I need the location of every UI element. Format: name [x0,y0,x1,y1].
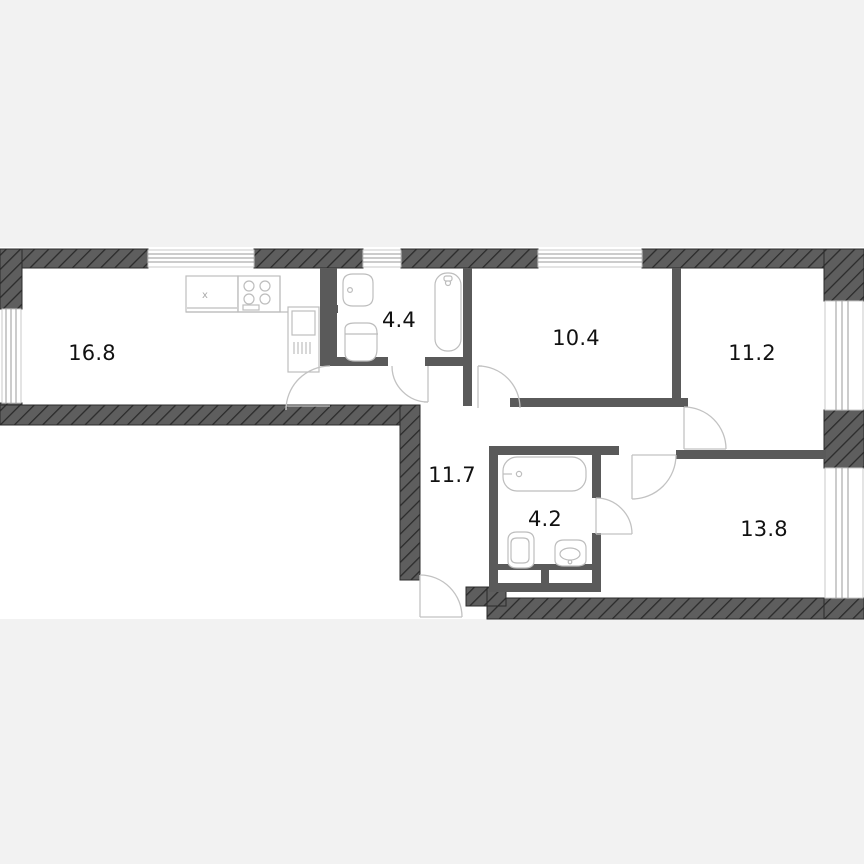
svg-text:x: x [202,290,208,301]
door-living-kitchen [285,365,331,411]
door-water-closet [391,365,429,403]
bathtub-icon-1 [434,272,462,352]
window-right-top [824,300,864,411]
wall-wc-left-lower [320,310,329,358]
exterior-walls [0,248,864,620]
wall-bath2-right-lower [592,533,601,592]
window-right-bottom [824,467,864,599]
window-top-3 [537,249,643,268]
wall-bath2-bottom-stub [541,564,549,592]
wall-bath2-right-upper [592,446,601,498]
kitchen-counter [186,276,290,313]
window-top-1 [147,249,255,268]
toilet-icon-wc [344,322,378,362]
door-swings [285,365,727,618]
door-entrance [419,574,463,618]
wall-wc-left-main [329,268,337,365]
wall-bath2-left [489,446,498,592]
wall-bath2-counter [498,564,594,570]
washbasin-icon-wc [342,273,374,307]
toilet-icon-bath [507,531,535,569]
window-left [1,308,22,404]
door-bedroom-one [477,365,521,409]
wall-wc-left-upper [320,268,329,310]
wall-bed1-bottom [510,398,688,407]
windows [1,249,864,599]
wall-wc-bath-bottom [425,357,471,366]
bathtub-icon-2 [502,456,587,492]
door-bedroom-two [683,406,727,450]
window-top-2 [362,249,402,268]
door-bedroom-three [631,454,677,500]
interior-floor [18,265,824,605]
interior-walls [320,268,826,592]
wall-bath2-top [489,446,619,455]
wall-bed1-bed2 [672,268,681,407]
kitchen-sink-icon: x [185,275,239,313]
refrigerator-icon [287,306,320,373]
wall-bed2-bed3 [676,450,826,459]
wall-bath-right [463,268,472,406]
wall-wc-stub [320,305,338,313]
washbasin-icon-bath [554,539,587,567]
door-bathroom [595,497,633,535]
stove-icon [237,275,281,313]
fixtures: x [185,272,587,569]
